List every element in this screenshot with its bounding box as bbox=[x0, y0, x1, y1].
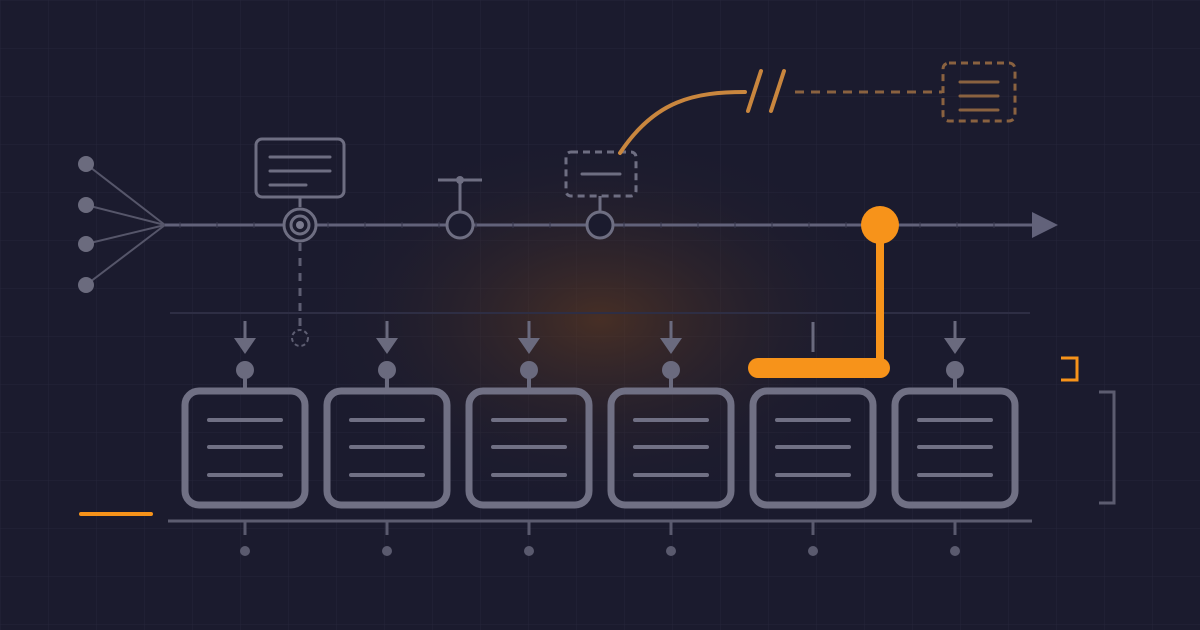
fan-in-group bbox=[78, 156, 166, 293]
highlighted-marker[interactable] bbox=[861, 206, 899, 244]
branch-line-3 bbox=[85, 224, 166, 245]
timeline-arrow-icon bbox=[1032, 212, 1058, 238]
branch-line-2 bbox=[85, 204, 166, 226]
queue-slot-5-frame bbox=[749, 387, 877, 509]
remote-link-curve bbox=[618, 90, 747, 155]
queue-slot-6-base-dot bbox=[950, 546, 960, 556]
queue-slot-2-connector-node bbox=[378, 361, 396, 379]
branch-node-3[interactable] bbox=[78, 236, 94, 252]
marker-linked-ring bbox=[585, 210, 615, 240]
routing-path bbox=[748, 206, 899, 378]
center-glow bbox=[300, 130, 900, 510]
marker-pinned[interactable] bbox=[438, 176, 482, 240]
broken-link-icon-second-slash bbox=[769, 69, 786, 113]
dashed-end-node bbox=[291, 329, 309, 347]
queue-slot-2[interactable] bbox=[323, 321, 451, 556]
remote-link bbox=[618, 61, 1017, 155]
marker-linked[interactable] bbox=[564, 150, 638, 240]
queue-slot-2-base-dot bbox=[382, 546, 392, 556]
queue-slot-4[interactable] bbox=[607, 321, 735, 556]
queue-slot-1-base-dot bbox=[240, 546, 250, 556]
queue bbox=[181, 321, 1019, 556]
queue-slot-3-connector-node bbox=[520, 361, 538, 379]
branch-line-1 bbox=[85, 163, 166, 226]
marker-pinned-ring bbox=[445, 210, 475, 240]
queue-slot-4-arrow-down-icon bbox=[660, 338, 682, 354]
right-orange-bracket bbox=[1061, 356, 1079, 382]
queue-slot-1[interactable] bbox=[181, 321, 309, 556]
queue-slot-5-base-dot bbox=[808, 546, 818, 556]
queue-slot-3-frame bbox=[465, 387, 593, 509]
queue-slot-3-base-dot bbox=[524, 546, 534, 556]
queue-slot-1-connector-node bbox=[236, 361, 254, 379]
queue-slot-6[interactable] bbox=[891, 321, 1019, 556]
timeline-ticks bbox=[179, 222, 995, 228]
queue-slot-5[interactable] bbox=[749, 322, 877, 556]
queue-slot-4-base-dot bbox=[666, 546, 676, 556]
branch-line-4 bbox=[85, 224, 166, 286]
remote-card-frame[interactable] bbox=[941, 61, 1017, 123]
queue-slot-2-arrow-down-icon bbox=[376, 338, 398, 354]
queue-slot-6-arrow-down-icon bbox=[944, 338, 966, 354]
queue-slot-6-connector-node bbox=[946, 361, 964, 379]
marker-target[interactable] bbox=[282, 197, 318, 347]
branch-node-1[interactable] bbox=[78, 156, 94, 172]
queue-slot-3-arrow-down-icon bbox=[518, 338, 540, 354]
queue-slot-4-connector-node bbox=[662, 361, 680, 379]
branch-node-2[interactable] bbox=[78, 197, 94, 213]
queue-slot-6-frame bbox=[891, 387, 1019, 509]
dashed-card-frame bbox=[564, 150, 638, 198]
right-gray-bracket bbox=[1099, 390, 1116, 505]
queue-slot-2-frame bbox=[323, 387, 451, 509]
queue-slot-3[interactable] bbox=[465, 321, 593, 556]
marker-target-center-dot bbox=[296, 221, 304, 229]
queue-slot-4-frame bbox=[607, 387, 735, 509]
broken-link-icon bbox=[746, 69, 763, 113]
marker-target-inner-ring bbox=[289, 214, 311, 236]
queue-slot-1-frame bbox=[181, 387, 309, 509]
branch-node-4[interactable] bbox=[78, 277, 94, 293]
queue-slot-1-arrow-down-icon bbox=[234, 338, 256, 354]
